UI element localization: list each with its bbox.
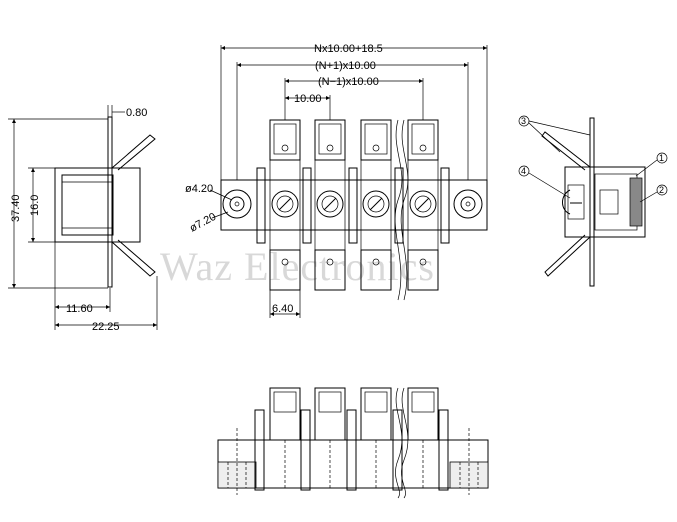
side-inner-block [61,174,114,236]
right-mount-hole-inner [460,196,476,212]
svg-text:3: 3 [521,116,526,126]
dim-plate-thickness: 0.80 [126,107,147,119]
right-section-view: 3 4 1 2 [518,115,668,287]
terminal-2 [314,119,346,291]
break-line-2 [400,119,409,301]
dim-depth-front: 11.60 [66,303,93,315]
callout-1 [656,152,668,164]
callout-2 [656,184,668,196]
terminal-3 [360,119,392,291]
section-plate [589,117,595,287]
dim-n-plus-1: (N+1)x10.00 [315,60,376,72]
barrier-1 [256,167,266,244]
left-mount-hole-inner [229,196,245,212]
dim-hole-large: ø7.20 [188,211,218,235]
callout-4 [518,165,530,177]
svg-text:2: 2 [659,185,664,195]
dim-n-minus-1: (N−1)x10.00 [318,76,379,88]
svg-text:1: 1 [659,153,664,163]
upper-tab [111,134,156,171]
barrier-4 [394,167,404,244]
dim-total-length: Nx10.00+18.5 [314,43,383,55]
break-line-1 [394,119,403,301]
bottom-view [217,387,489,499]
dim-depth-total: 22.25 [92,321,120,333]
left-mount-hole-outer [222,189,252,219]
terminal-1 [269,119,301,291]
dim-pitch: 10.00 [294,93,322,105]
base-strip [220,179,488,231]
left-side-view: 0.80 37.40 16.0 11.60 22.25 [8,105,158,333]
barrier-2 [302,167,312,244]
lower-tab [111,239,156,277]
section-body [564,166,646,238]
watermark-text: Waz Electronics [160,244,435,289]
dim-height-total: 37.40 [10,194,22,222]
mounting-plate [107,116,113,288]
svg-text:4: 4 [521,166,526,176]
side-body [54,167,141,243]
front-view: Nx10.00+18.5 (N+1)x10.00 (N−1)x10.00 10.… [185,43,488,318]
barrier-3 [348,167,358,244]
barrier-5 [440,167,450,244]
dim-height-body: 16.0 [29,195,41,216]
right-mount-hole-outer [453,189,483,219]
dim-hole-small: ø4.20 [185,183,213,195]
dim-terminal-width: 6.40 [272,303,293,315]
terminal-4 [407,119,439,291]
